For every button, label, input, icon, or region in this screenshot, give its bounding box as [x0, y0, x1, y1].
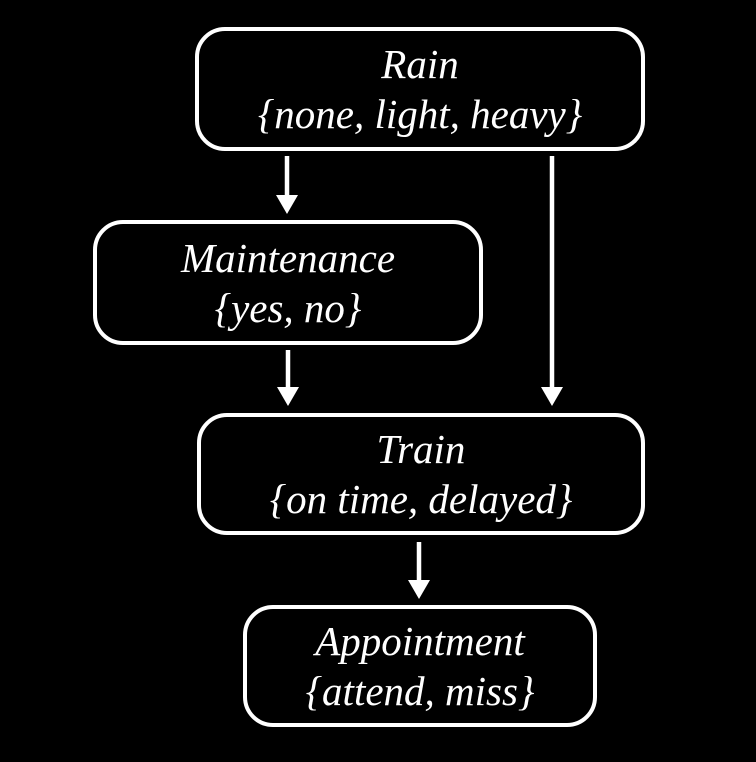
node-appointment: Appointment {attend, miss}: [243, 605, 597, 727]
arrowhead-icon: [276, 195, 298, 214]
node-maintenance: Maintenance {yes, no}: [93, 220, 483, 345]
node-rain-values: {none, light, heavy}: [257, 91, 583, 137]
node-rain-label: Rain: [381, 41, 459, 87]
arrowhead-icon: [541, 387, 563, 406]
node-maintenance-values: {yes, no}: [214, 284, 362, 331]
edge-rain-maintenance: [276, 156, 298, 214]
arrowhead-icon: [408, 580, 430, 599]
node-appointment-values: {attend, miss}: [305, 668, 535, 714]
edge-maintenance-train: [277, 350, 299, 406]
node-rain: Rain {none, light, heavy}: [195, 27, 645, 151]
node-appointment-label: Appointment: [315, 618, 525, 664]
node-train-values: {on time, delayed}: [269, 476, 573, 522]
edge-rain-train: [541, 156, 563, 406]
node-train-label: Train: [376, 426, 466, 472]
arrowhead-icon: [277, 387, 299, 406]
node-maintenance-label: Maintenance: [180, 234, 396, 281]
edge-train-appointment: [408, 542, 430, 599]
node-train: Train {on time, delayed}: [197, 413, 645, 535]
